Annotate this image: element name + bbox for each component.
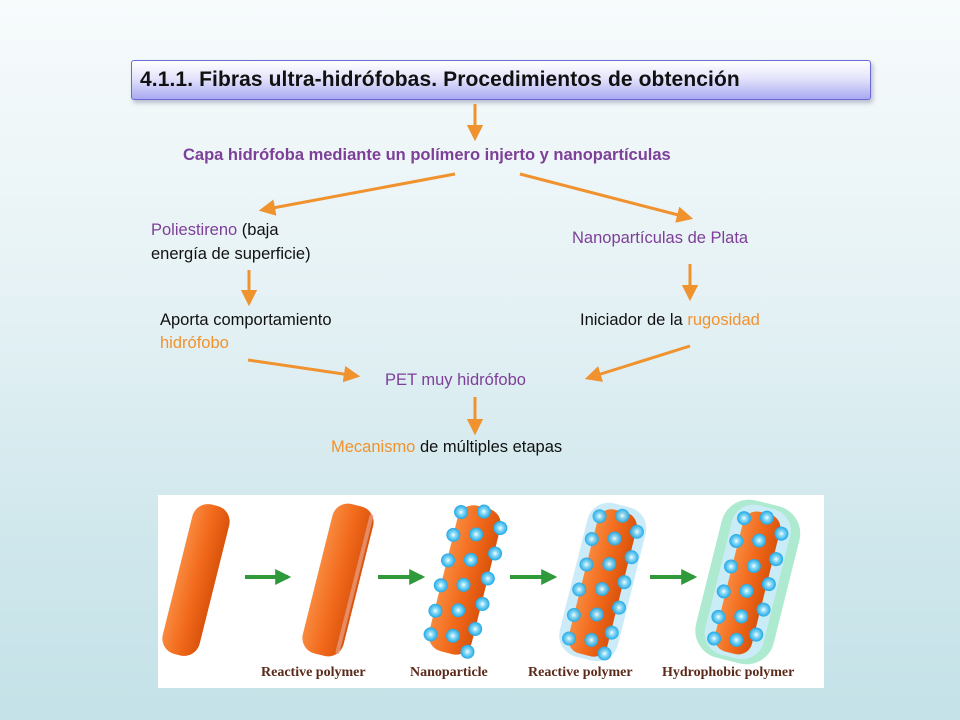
final-text: Mecanismo de múltiples etapas — [331, 435, 562, 459]
label-reactive-polymer-1: Reactive polymer — [261, 665, 366, 680]
right-branch-text: Nanopartículas de Plata — [572, 229, 749, 247]
process-illustration: Reactive polymer Nanoparticle Reactive p… — [158, 495, 824, 688]
final-text-rest: de múltiples etapas — [415, 438, 563, 456]
fiber-hydrophobic — [695, 499, 801, 665]
right-result-text: Iniciador de la rugosidad — [580, 308, 760, 332]
left-branch-line1: Poliestireno (baja — [151, 218, 279, 242]
left-branch-line2: energía de superficie) — [151, 245, 311, 263]
merge-text: PET muy hidrófobo — [385, 371, 526, 389]
arrow-right-to-merge — [584, 344, 691, 382]
page-title: 4.1.1. Fibras ultra-hidrófobas. Procedim… — [140, 68, 740, 91]
title-box: 4.1.1. Fibras ultra-hidrófobas. Procedim… — [131, 60, 871, 100]
arrow-left-to-merge — [247, 358, 361, 383]
process-illustration-svg: Reactive polymer Nanoparticle Reactive p… — [162, 499, 801, 680]
arrow-heading-to-left — [258, 172, 456, 216]
fiber-reactive-coated — [559, 502, 647, 662]
left-result-line1: Aporta comportamiento — [160, 311, 332, 329]
main-heading: Capa hidrófoba mediante un polímero inje… — [183, 146, 671, 164]
roughness-label: rugosidad — [687, 311, 760, 329]
left-result-line2: hidrófobo — [160, 334, 229, 352]
fiber-reactive — [302, 503, 374, 657]
label-nanoparticle: Nanoparticle — [410, 665, 488, 680]
mechanism-label: Mecanismo — [331, 438, 416, 456]
arrow-heading-to-right — [519, 172, 694, 223]
polystyrene-label: Poliestireno — [151, 221, 238, 239]
label-hydrophobic-polymer: Hydrophobic polymer — [662, 665, 794, 680]
fiber-nanoparticle — [423, 504, 508, 659]
right-result-plain: Iniciador de la — [580, 311, 688, 329]
fiber-plain — [162, 504, 230, 656]
label-reactive-polymer-2: Reactive polymer — [528, 665, 633, 680]
left-branch-line1-rest: (baja — [237, 221, 279, 239]
